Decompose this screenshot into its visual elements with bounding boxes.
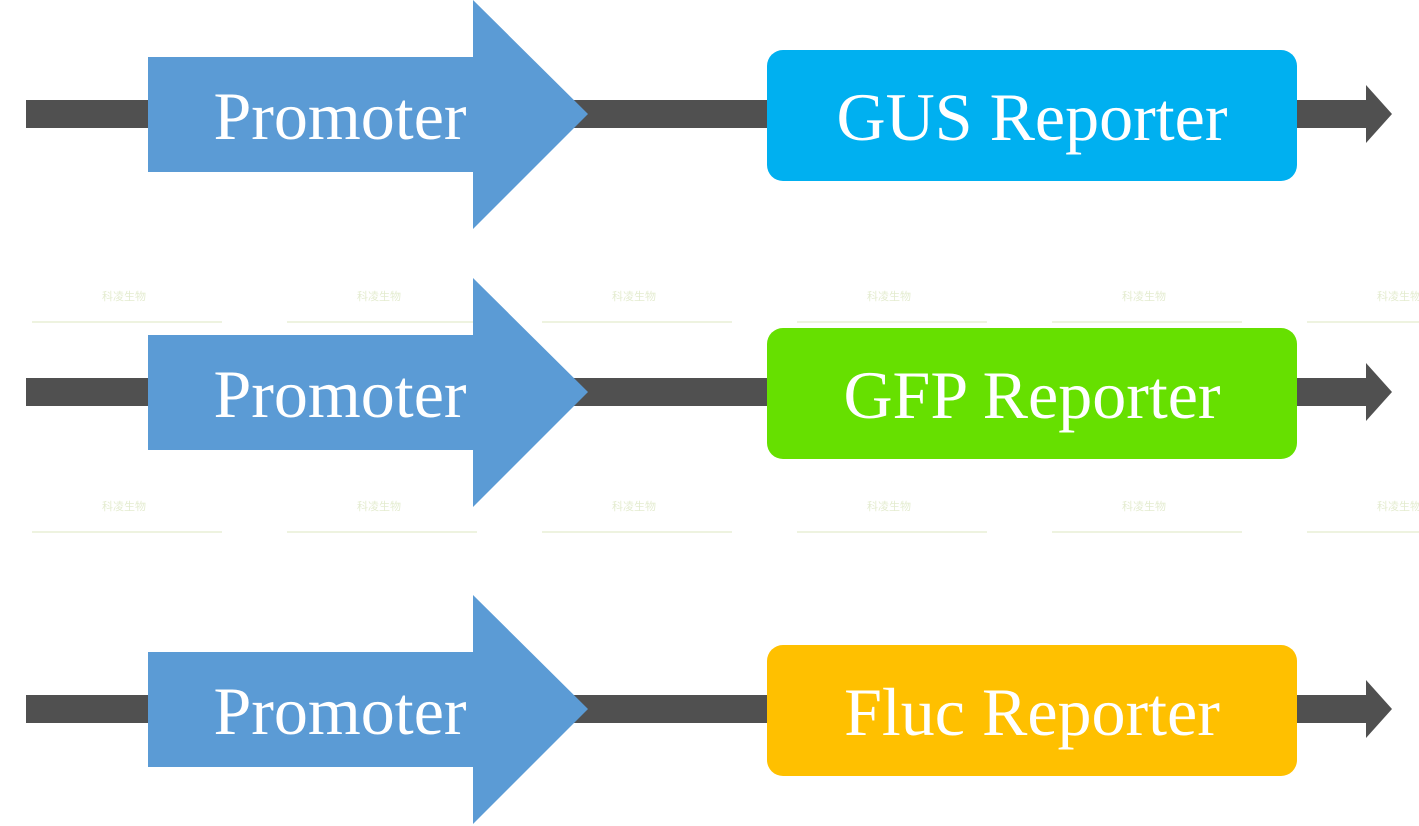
reporter-label: GFP Reporter <box>843 357 1220 433</box>
reporter-label: Fluc Reporter <box>844 674 1220 750</box>
promoter-label: Promoter <box>213 78 466 154</box>
promoter-label: Promoter <box>213 673 466 749</box>
watermark-text: 科凌生物 <box>867 499 911 513</box>
backbone-arrowhead-icon <box>1366 363 1392 421</box>
reporter-box <box>767 50 1297 181</box>
reporter-box <box>767 645 1297 776</box>
watermark-text: 科凌生物 <box>612 499 656 513</box>
watermark-text: 科凌生物 <box>1122 499 1166 513</box>
watermark-text: 科凌生物 <box>102 499 146 513</box>
promoter-label: Promoter <box>213 356 466 432</box>
watermark-text: 科凌生物 <box>1377 289 1419 303</box>
watermark-text: 科凌生物 <box>612 289 656 303</box>
watermark-text: 科凌生物 <box>357 289 401 303</box>
watermark-text: 科凌生物 <box>1122 289 1166 303</box>
promoter-arrow <box>148 595 588 824</box>
backbone-arrowhead-icon <box>1366 680 1392 738</box>
watermark-text: 科凌生物 <box>102 289 146 303</box>
construct-row: Promoter Fluc Reporter <box>26 595 1392 824</box>
construct-row: Promoter GUS Reporter <box>26 0 1392 229</box>
watermark-text: 科凌生物 <box>1377 499 1419 513</box>
watermark-text: 科凌生物 <box>357 499 401 513</box>
promoter-arrow <box>148 0 588 229</box>
watermark-layer: 科凌生物科凌生物科凌生物科凌生物科凌生物科凌生物科凌生物科凌生物科凌生物科凌生物… <box>32 289 1419 533</box>
reporter-box <box>767 328 1297 459</box>
construct-row: Promoter GFP Reporter <box>26 278 1392 507</box>
backbone-arrowhead-icon <box>1366 85 1392 143</box>
reporter-label: GUS Reporter <box>837 79 1228 155</box>
promoter-arrow <box>148 278 588 507</box>
watermark-text: 科凌生物 <box>867 289 911 303</box>
